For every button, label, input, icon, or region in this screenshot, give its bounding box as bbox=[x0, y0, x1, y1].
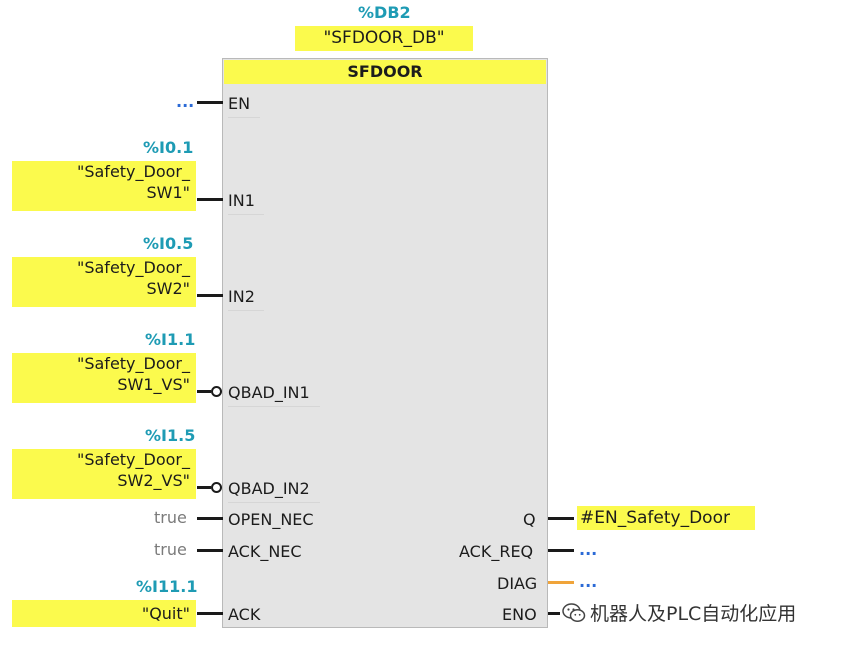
qbad-in2-wire bbox=[197, 486, 211, 489]
ack-nec-value[interactable]: true bbox=[154, 540, 187, 559]
pin-in1: IN1 bbox=[228, 191, 255, 210]
in2-tag-line1: "Safety_Door_ bbox=[76, 258, 190, 277]
function-block[interactable] bbox=[222, 58, 548, 628]
ack-wire bbox=[197, 612, 223, 615]
pin-qbad-in2: QBAD_IN2 bbox=[228, 479, 310, 498]
pin-underline bbox=[228, 117, 260, 118]
in2-tag-line2: SW2" bbox=[146, 279, 190, 298]
db-name-tag[interactable]: "SFDOOR_DB" bbox=[295, 26, 473, 51]
open-nec-value[interactable]: true bbox=[154, 508, 187, 527]
negation-circle-icon bbox=[211, 386, 222, 397]
in2-tag[interactable]: "Safety_Door_ SW2" bbox=[12, 257, 196, 307]
q-tag[interactable]: #EN_Safety_Door bbox=[577, 506, 755, 530]
qbad-in2-tag-line1: "Safety_Door_ bbox=[76, 450, 190, 469]
qbad-in1-address: %I1.1 bbox=[145, 330, 196, 349]
ack-req-value[interactable]: ... bbox=[579, 540, 598, 559]
ack-tag-text: "Quit" bbox=[141, 604, 190, 623]
negation-circle-icon bbox=[211, 482, 222, 493]
pin-q: Q bbox=[523, 510, 536, 529]
db-address: %DB2 bbox=[358, 3, 411, 22]
ack-address: %I11.1 bbox=[136, 577, 198, 596]
pin-open-nec: OPEN_NEC bbox=[228, 510, 314, 529]
ack-nec-wire bbox=[197, 549, 223, 552]
watermark-text: 机器人及PLC自动化应用 bbox=[590, 603, 797, 625]
pin-underline bbox=[228, 502, 320, 503]
qbad-in2-address: %I1.5 bbox=[145, 426, 196, 445]
pin-eno: ENO bbox=[502, 605, 537, 624]
in1-tag[interactable]: "Safety_Door_ SW1" bbox=[12, 161, 196, 211]
pin-in2: IN2 bbox=[228, 287, 255, 306]
in2-address: %I0.5 bbox=[143, 234, 194, 253]
pin-underline bbox=[228, 214, 264, 215]
qbad-in2-tag-line2: SW2_VS" bbox=[117, 471, 190, 490]
diag-value[interactable]: ... bbox=[579, 572, 598, 591]
pin-diag: DIAG bbox=[497, 574, 538, 593]
open-nec-wire bbox=[197, 517, 223, 520]
ack-req-wire bbox=[548, 549, 574, 552]
in1-address: %I0.1 bbox=[143, 138, 194, 157]
pin-ack: ACK bbox=[228, 605, 261, 624]
qbad-in1-tag-line1: "Safety_Door_ bbox=[76, 354, 190, 373]
qbad-in1-tag[interactable]: "Safety_Door_ SW1_VS" bbox=[12, 353, 196, 403]
en-wire bbox=[197, 101, 223, 104]
qbad-in2-tag[interactable]: "Safety_Door_ SW2_VS" bbox=[12, 449, 196, 499]
pin-qbad-in1: QBAD_IN1 bbox=[228, 383, 310, 402]
block-title[interactable]: SFDOOR bbox=[224, 60, 546, 84]
en-value[interactable]: ... bbox=[176, 92, 195, 111]
pin-ack-req: ACK_REQ bbox=[459, 542, 534, 561]
pin-en: EN bbox=[228, 94, 251, 113]
pin-underline bbox=[228, 406, 320, 407]
eno-wire bbox=[548, 612, 560, 615]
qbad-in1-wire bbox=[197, 390, 211, 393]
ack-tag[interactable]: "Quit" bbox=[12, 600, 196, 627]
in1-tag-line2: SW1" bbox=[146, 183, 190, 202]
diag-wire bbox=[548, 581, 574, 584]
pin-ack-nec: ACK_NEC bbox=[228, 542, 302, 561]
wechat-icon bbox=[562, 603, 586, 623]
q-wire bbox=[548, 517, 574, 520]
in2-wire bbox=[197, 294, 223, 297]
in1-wire bbox=[197, 198, 223, 201]
qbad-in1-tag-line2: SW1_VS" bbox=[117, 375, 190, 394]
in1-tag-line1: "Safety_Door_ bbox=[76, 162, 190, 181]
pin-underline bbox=[228, 310, 264, 311]
